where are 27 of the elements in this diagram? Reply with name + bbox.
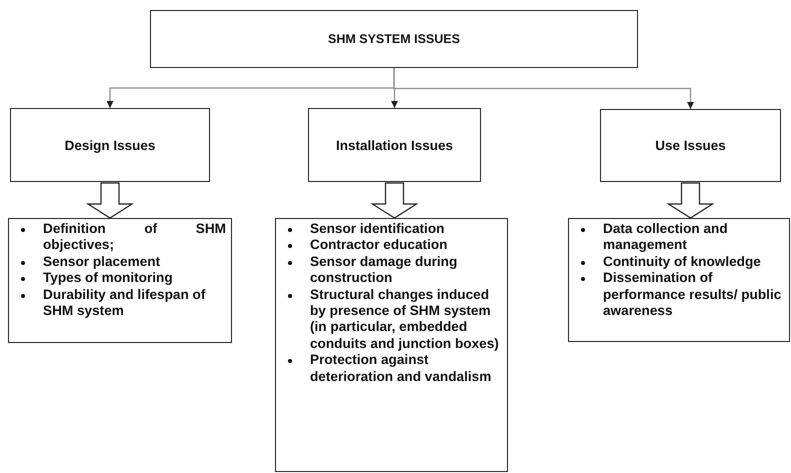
category-label: Installation Issues bbox=[336, 138, 454, 152]
bullet-item: Protection against deterioration and vandalism bbox=[279, 352, 502, 386]
bullet-item: Durability and lifespan of SHM system bbox=[12, 286, 226, 320]
block-arrow bbox=[86, 182, 134, 219]
issue-list-box bbox=[568, 218, 790, 342]
category-box bbox=[308, 108, 481, 182]
block-arrow bbox=[666, 182, 715, 219]
bullet-item: Contractor education bbox=[279, 237, 502, 254]
bullet-item: Sensor placement bbox=[12, 254, 226, 270]
bullet-item: Definition of SHM objectives; bbox=[12, 221, 226, 254]
title-box bbox=[150, 10, 638, 68]
bullet-item: Types of monitoring bbox=[12, 270, 226, 287]
category-box bbox=[10, 108, 210, 182]
block-arrow bbox=[370, 182, 419, 219]
category-label: Design Issues bbox=[64, 138, 156, 152]
bullet-item: Continuity of knowledge bbox=[572, 254, 784, 270]
bullet-item: Structural changes induced by presence of SHM system (in particular, embedded conduits and junction boxes) bbox=[279, 286, 502, 352]
title-text: SHM SYSTEM ISSUES bbox=[328, 32, 460, 46]
category-box bbox=[600, 109, 781, 182]
issue-list-box bbox=[275, 218, 508, 472]
bullet-item: Sensor damage during construction bbox=[279, 254, 502, 287]
bullet-item: Sensor identification bbox=[279, 221, 502, 238]
bullet-item: Data collection and management bbox=[572, 221, 784, 254]
issue-list-box bbox=[8, 218, 232, 343]
connector-arrow bbox=[393, 68, 694, 109]
bullet-item: Dissemination of performance results/ public awareness bbox=[572, 270, 784, 320]
category-label: Use Issues bbox=[655, 138, 726, 153]
